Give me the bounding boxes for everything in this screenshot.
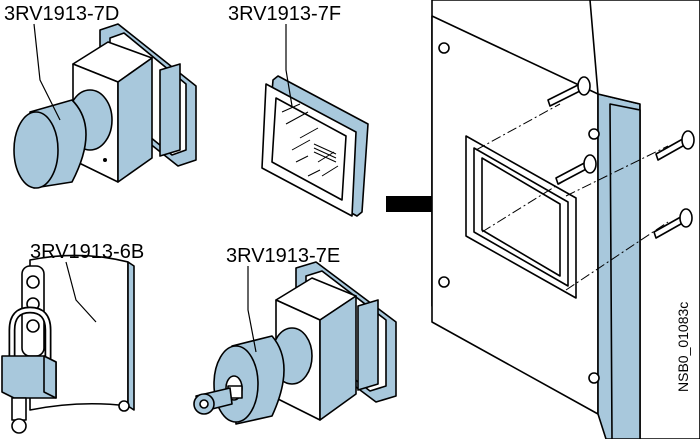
- part-3rv1913-7d: [13, 23, 197, 189]
- screw-icon: [655, 130, 695, 161]
- leader-lines: [33, 23, 293, 353]
- part-3rv1913-6b: [1, 254, 135, 434]
- label-3rv1913-7e: 3RV1913-7E: [226, 245, 340, 267]
- part-3rv1913-7e: [193, 261, 397, 425]
- screw-icon: [547, 76, 591, 107]
- label-3rv1913-6b: 3RV1913-6B: [30, 241, 144, 263]
- label-3rv1913-7f: 3RV1913-7F: [228, 3, 341, 25]
- part-3rv1913-7f: [261, 75, 369, 217]
- label-3rv1913-7d: 3RV1913-7D: [4, 3, 119, 25]
- screw-icon: [555, 154, 597, 185]
- figure-code: NSB0_01083c: [675, 302, 691, 392]
- enclosure: [431, 0, 700, 440]
- screw-icon: [653, 208, 693, 239]
